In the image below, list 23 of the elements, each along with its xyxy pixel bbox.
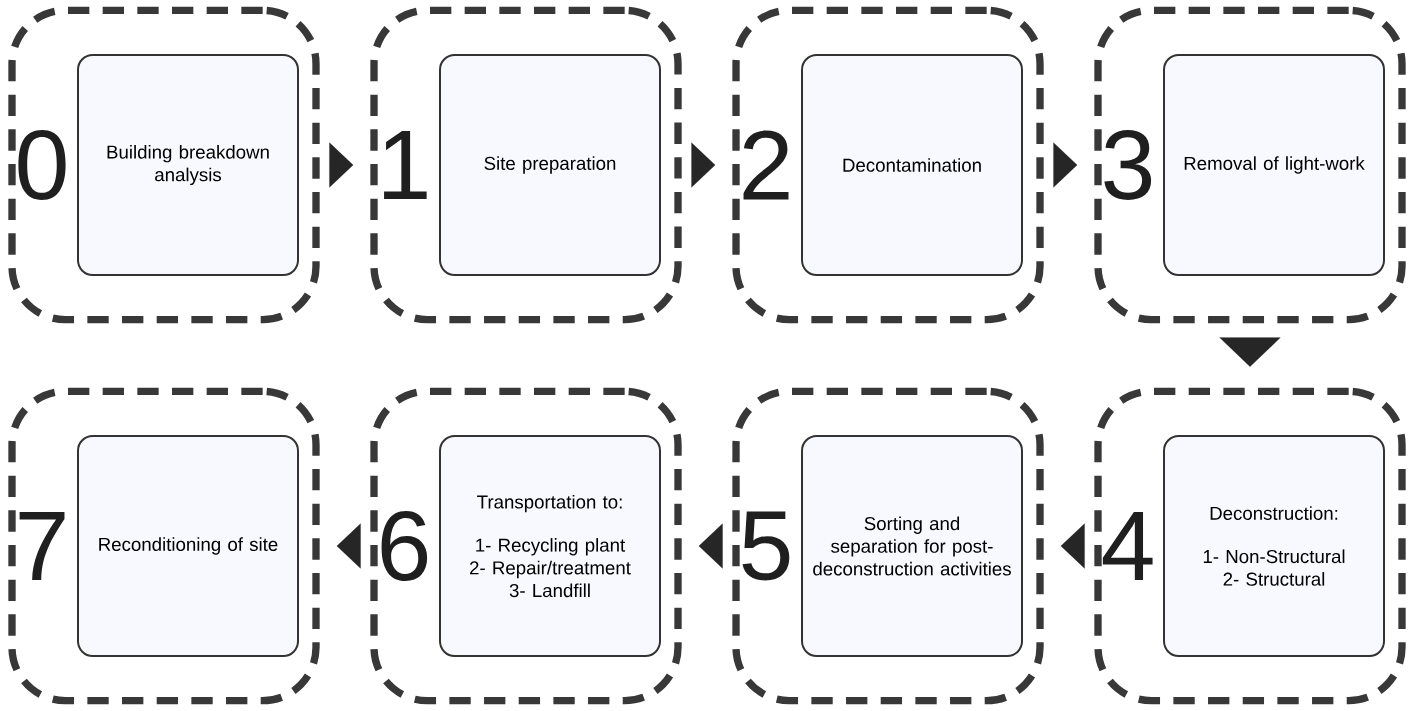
step-number: 1 — [384, 131, 427, 199]
step-number: 5 — [742, 511, 790, 581]
step-box: Deconstruction: 1- Non-Structural 2- Structural — [1163, 435, 1385, 657]
step-box: Reconditioning of site — [77, 435, 299, 657]
step-number: 3 — [1104, 130, 1152, 200]
step-box: Transportation to: 1- Recycling plant 2- Repair/treatment 3- Landfill — [439, 435, 661, 657]
step-box: Site preparation — [439, 54, 661, 276]
arrow — [691, 142, 716, 188]
step-number: 7 — [19, 512, 65, 580]
arrow — [329, 142, 354, 188]
arrow — [698, 523, 723, 569]
step-number: 4 — [1102, 512, 1153, 580]
arrow — [1060, 523, 1085, 569]
step-box: Decontamination — [801, 54, 1023, 276]
arrow — [1219, 337, 1281, 367]
step-number: 6 — [381, 511, 428, 581]
arrow — [1053, 142, 1078, 188]
step-box: Building breakdown analysis — [77, 54, 299, 276]
step-number: 2 — [743, 130, 789, 200]
arrow — [336, 523, 361, 569]
step-number: 0 — [18, 130, 66, 200]
step-box: Removal of light-work — [1163, 54, 1385, 276]
step-box: Sorting and separation for post-deconstruction activities — [801, 435, 1023, 657]
